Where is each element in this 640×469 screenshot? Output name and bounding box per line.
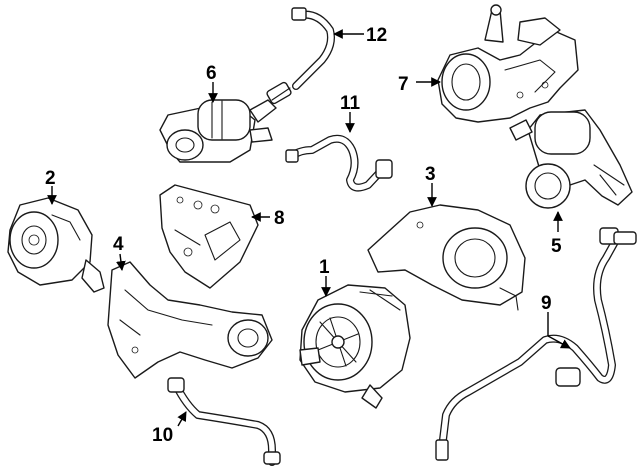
- leader-9: [547, 312, 571, 349]
- leader-4: [116, 253, 126, 271]
- part-4-bracket[interactable]: [107, 261, 273, 379]
- callout-12: 12: [366, 25, 387, 46]
- callout-4: 4: [113, 234, 124, 255]
- callout-2: 2: [45, 168, 56, 189]
- part-6-pump[interactable]: [159, 99, 277, 163]
- part-3-mount[interactable]: [367, 204, 526, 311]
- part-9-hose[interactable]: [435, 227, 637, 461]
- callout-8: 8: [274, 208, 285, 229]
- callout-10: 10: [152, 425, 173, 446]
- part-1-pump[interactable]: [299, 284, 411, 409]
- part-11-hose[interactable]: [285, 134, 393, 192]
- callout-6: 6: [206, 63, 217, 84]
- part-10-hose[interactable]: [167, 377, 281, 466]
- callout-3: 3: [425, 164, 436, 185]
- callout-9: 9: [541, 293, 552, 314]
- leader-10: [177, 411, 187, 427]
- part-2-pump[interactable]: [7, 197, 105, 293]
- callout-11: 11: [340, 93, 361, 114]
- part-5-valve[interactable]: [509, 109, 633, 209]
- callout-1: 1: [319, 257, 330, 278]
- part-8-bracket[interactable]: [159, 184, 259, 289]
- part-7-housing[interactable]: [437, 4, 579, 123]
- callout-7: 7: [398, 74, 409, 95]
- part-12-hose[interactable]: [266, 7, 335, 105]
- callout-5: 5: [551, 236, 562, 257]
